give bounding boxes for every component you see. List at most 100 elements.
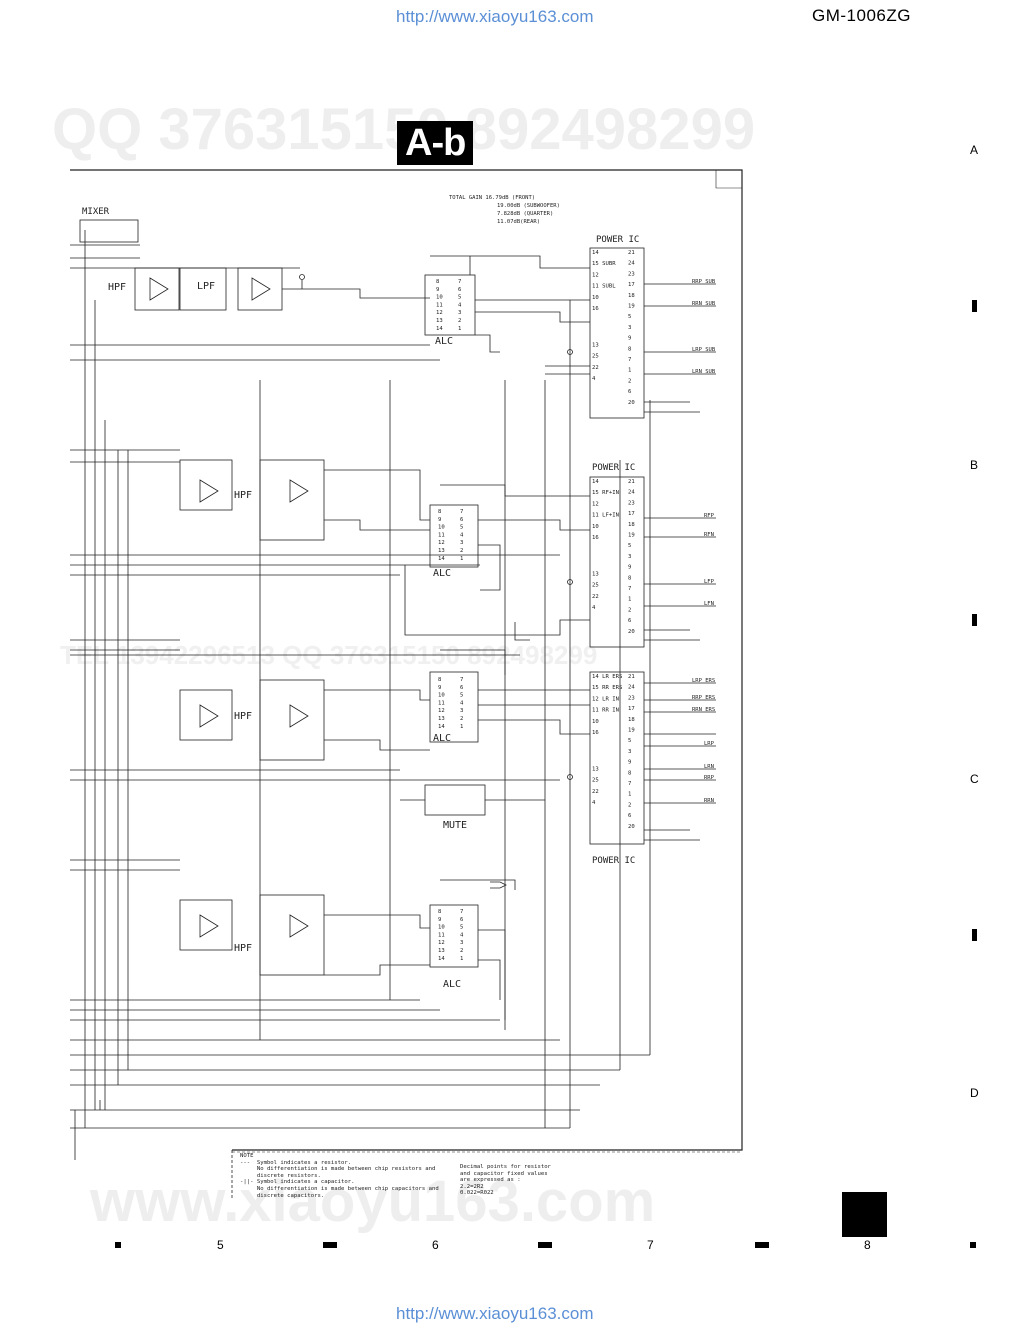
col-marker: [323, 1242, 337, 1248]
ic-pin-right: 21: [628, 479, 635, 485]
column-number-6: 6: [432, 1238, 439, 1252]
alc-pin-right: 5: [460, 925, 463, 931]
alc-pin-left: 12: [438, 540, 445, 546]
hpf-label-1: HPF: [108, 282, 126, 293]
alc-pin-left: 10: [438, 925, 445, 931]
row-letter-d: D: [970, 1086, 979, 1100]
ic-pin-right: 3: [628, 554, 631, 560]
col-marker: [970, 1242, 976, 1248]
hpf-label-3: HPF: [234, 711, 252, 722]
gain-note-2: 7.828dB (QUARTER): [497, 211, 553, 217]
alc-pin-right: 4: [460, 532, 464, 538]
alc-pin-right: 7: [458, 279, 461, 285]
hpf-label-2: HPF: [234, 490, 252, 501]
alc-pin-right: 6: [460, 517, 463, 523]
ic-pin-left: 11 LF+IN: [592, 513, 619, 519]
alc-pin-right: 1: [458, 326, 461, 332]
ic-pin-left: 12 LR IN: [592, 696, 619, 702]
alc-pin-right: 7: [460, 509, 463, 515]
row-letter-c: C: [970, 772, 979, 786]
lpf-label: LPF: [197, 281, 215, 292]
output-label: LRN: [704, 764, 714, 770]
ic-pin-left: 16: [592, 306, 599, 312]
alc-pin-right: 2: [460, 716, 463, 722]
alc-pin-left: 12: [438, 940, 445, 946]
alc-pin-left: 12: [438, 708, 445, 714]
alc-pin-left: 13: [438, 548, 445, 554]
ic-pin-right: 21: [628, 250, 635, 256]
ic-pin-right: 24: [628, 490, 635, 496]
source-url-top[interactable]: http://www.xiaoyu163.com: [396, 7, 594, 26]
alc-pin-left: 12: [436, 310, 443, 316]
page-corner-block: [842, 1192, 887, 1237]
ic-pin-right: 18: [628, 522, 635, 528]
ic-pin-left: 13: [592, 571, 599, 577]
ic-pin-right: 3: [628, 749, 631, 755]
power-ic-1: [589, 247, 645, 419]
alc-pin-right: 4: [460, 932, 464, 938]
ic-pin-right: 17: [628, 511, 635, 517]
output-label: LRP SUB: [692, 347, 716, 353]
alc-pin-left: 14: [438, 956, 445, 962]
ic-pin-left: 15 SUBR: [592, 261, 616, 267]
gain-note-1: 19.00dB (SUBWOOFER): [497, 203, 560, 209]
alc-pin-left: 8: [438, 509, 442, 515]
column-number-7: 7: [647, 1238, 654, 1252]
ic-pin-left: 10: [592, 524, 599, 530]
ic-pin-left: 14 LR ERS: [592, 674, 622, 680]
ic-pin-left: 4: [592, 800, 596, 806]
output-label: RFP: [704, 513, 715, 519]
ic-pin-left: 14: [592, 479, 599, 485]
alc-pin-left: 10: [438, 693, 445, 699]
ic-pin-right: 18: [628, 293, 635, 299]
row-letter-b: B: [970, 458, 979, 472]
power-ic-title-2: POWER IC: [592, 463, 635, 473]
alc-pin-left: 10: [438, 525, 445, 531]
output-label: LFN: [704, 601, 714, 607]
hpf-label-4: HPF: [234, 943, 252, 954]
power-ic-title-1: POWER IC: [596, 235, 639, 245]
alc-pin-right: 1: [460, 556, 463, 562]
alc-pin-right: 2: [460, 948, 463, 954]
ic-pin-left: 10: [592, 719, 599, 725]
ic-pin-right: 9: [628, 760, 631, 766]
ic-pin-right: 9: [628, 336, 631, 342]
alc-pin-right: 6: [460, 685, 463, 691]
ic-pin-right: 19: [628, 304, 635, 310]
ic-pin-right: 23: [628, 695, 635, 701]
ic-pin-right: 2: [628, 802, 631, 808]
ic-pin-right: 2: [628, 607, 631, 613]
mute-label: MUTE: [443, 820, 467, 831]
alc-pin-right: 3: [460, 540, 463, 546]
alc-pin-right: 5: [460, 693, 463, 699]
source-url-bottom[interactable]: http://www.xiaoyu163.com: [396, 1304, 594, 1323]
frame-border: [70, 169, 743, 1151]
ic-pin-right: 7: [628, 357, 631, 363]
alc-pin-right: 3: [460, 940, 463, 946]
alc-pin-left: 14: [438, 724, 445, 730]
ic-pin-left: 22: [592, 365, 599, 371]
row-marker: [972, 929, 977, 941]
ic-pin-right: 17: [628, 706, 635, 712]
ic-pin-right: 3: [628, 325, 631, 331]
ic-pin-right: 18: [628, 717, 635, 723]
alc-ic-3: [429, 671, 479, 743]
power-ic-3: [589, 671, 645, 845]
alc-pin-right: 7: [460, 677, 463, 683]
row-marker: [972, 300, 977, 312]
ic-pin-left: 11 RR IN: [592, 708, 619, 714]
alc-ic-4: [429, 904, 479, 968]
ic-pin-right: 21: [628, 674, 635, 680]
alc-pin-left: 13: [438, 948, 445, 954]
ic-pin-left: 15 RF+IN: [592, 490, 619, 496]
ic-pin-right: 17: [628, 282, 635, 288]
alc-pin-left: 9: [438, 917, 441, 923]
gain-note-0: TOTAL GAIN 16.79dB (FRONT): [449, 195, 535, 201]
ic-pin-right: 23: [628, 500, 635, 506]
alc-pin-left: 9: [438, 685, 441, 691]
alc-pin-right: 4: [460, 700, 464, 706]
ic-pin-right: 5: [628, 314, 631, 320]
output-label: RRP: [704, 775, 715, 781]
